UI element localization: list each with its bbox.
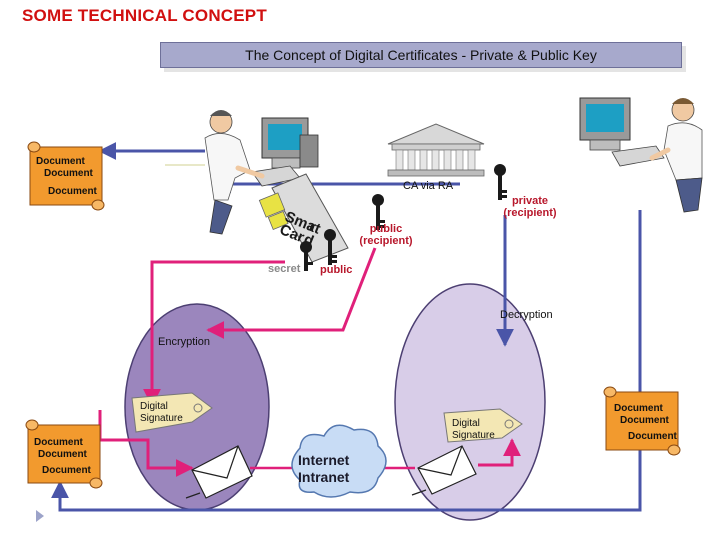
public-recipient-label: public (recipient) [346,223,426,247]
private-label-line2: (recipient) [503,207,557,219]
encryption-label: Encryption [158,336,210,348]
diagram-title-banner: The Concept of Digital Certificates - Pr… [160,42,682,68]
document-stack-top-left: Document Document Document [36,156,97,198]
envelope-icon [411,445,477,496]
recipient-loop-arrow [51,210,642,512]
document-label: Document [614,403,663,414]
public-key-arrow [206,247,377,339]
decryption-label: Decryption [500,309,553,321]
document-label: Document [44,168,93,179]
document-label: Document [38,449,87,460]
digital-signature-tag-icon [131,392,213,433]
digital-signature-label-right: Digital Signature [452,418,495,442]
document-label: Document [48,186,97,197]
envelope-icon [185,445,253,499]
public-label-line2: (recipient) [359,235,413,247]
document-stack-right: Document Document Document [614,403,677,443]
public-key-label: public [320,264,353,276]
document-label: Document [628,431,677,442]
key-icon [300,241,313,271]
slide-nav-arrow-icon [36,510,44,522]
sender-person-icon [204,110,265,235]
ca-building-icon [387,123,485,177]
document-scroll-icon [603,386,681,456]
key-icon [494,164,507,200]
sender-workstation-icon [251,117,319,187]
public-label-line1: public [369,223,403,235]
private-label-line1: private [511,195,549,207]
digital-signature-tag-icon [443,408,523,443]
recipient-workstation-icon [579,97,665,167]
document-label: Document [36,156,85,167]
document-label: Document [620,415,669,426]
slide-title: SOME TECHNICAL CONCEPT [22,6,267,25]
ca-label: CA via RA [403,180,454,192]
key-icon [324,229,337,265]
signature-line1: Digital [140,401,168,412]
signature-line2: Signature [140,413,183,424]
document-stack-bottom-left: Document Document Document [34,437,91,477]
internet-label: Internet [298,452,350,468]
intranet-label: Intranet [298,469,350,485]
digital-signature-label-left: Digital Signature [140,401,183,425]
document-scroll-icon [27,141,105,211]
secret-key-arrow [143,260,285,407]
secret-key-label: secret [268,263,301,275]
internet-cloud-icon [291,424,387,498]
key-icon [372,194,385,230]
signature-line2: Signature [452,430,495,441]
private-recipient-label: private (recipient) [490,195,570,219]
document-label: Document [42,465,91,476]
document-label: Document [34,437,83,448]
internet-intranet-label: Internet Intranet [298,452,349,486]
document-scroll-icon [25,419,103,489]
recipient-person-icon [649,98,703,213]
envelope-to-recipient-arrow [478,438,521,467]
signature-line1: Digital [452,418,480,429]
